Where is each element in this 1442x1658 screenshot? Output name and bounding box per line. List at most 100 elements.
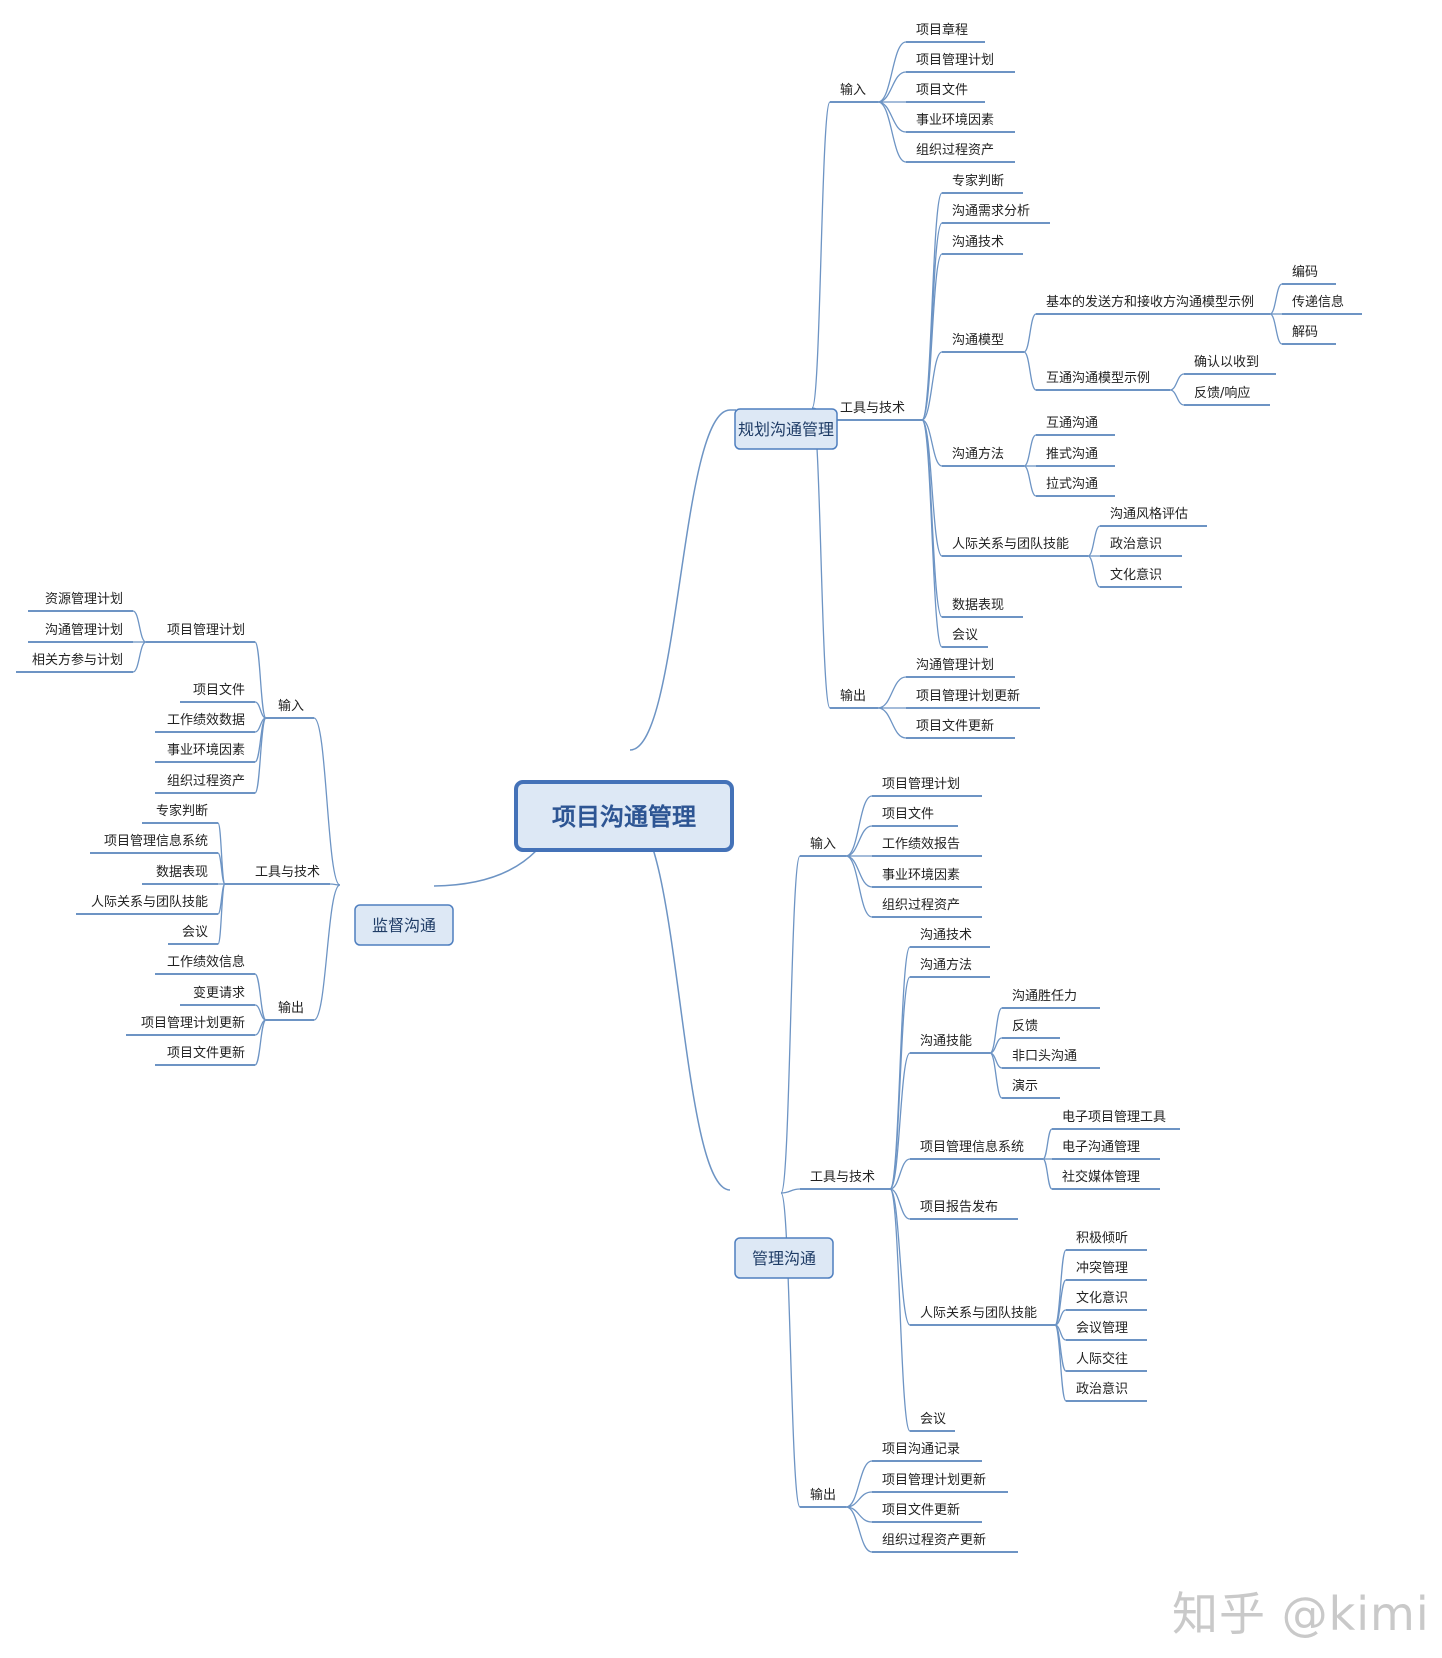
topic-58-label[interactable]: 项目文件更新 <box>916 718 994 734</box>
topic-34-label[interactable]: 传递信息 <box>1292 294 1344 310</box>
connector-7 <box>877 41 907 103</box>
topic-147-label[interactable]: 专家判断 <box>156 803 208 819</box>
topic-138-label[interactable]: 工作绩效数据 <box>167 713 245 728</box>
topic-140-label[interactable]: 组织过程资产 <box>167 774 245 789</box>
topic-77-label[interactable]: 沟通技术 <box>920 928 972 943</box>
topic-20-label[interactable]: 会议 <box>952 628 978 643</box>
topic-117-label[interactable]: 输出 <box>810 1487 836 1503</box>
topic-49-label[interactable]: 沟通风格评估 <box>1110 506 1188 522</box>
connector-170 <box>629 815 731 1191</box>
topic-13-label[interactable]: 专家判断 <box>952 173 1004 189</box>
topic-173-box[interactable] <box>734 1237 834 1279</box>
topic-17-label[interactable]: 沟通方法 <box>952 446 1004 462</box>
topic-92-label[interactable]: 反馈 <box>1012 1019 1038 1034</box>
topic-100-label[interactable]: 电子沟通管理 <box>1062 1140 1140 1155</box>
topic-12-label[interactable]: 工具与技术 <box>840 401 905 416</box>
connector-136 <box>132 641 147 673</box>
topic-139-label[interactable]: 事业环境因素 <box>167 743 245 758</box>
topic-137-label[interactable]: 项目文件 <box>193 683 245 698</box>
topic-121-label[interactable]: 组织过程资产更新 <box>882 1532 986 1548</box>
topic-107-label[interactable]: 文化意识 <box>1076 1290 1128 1306</box>
topic-76-label[interactable]: 工具与技术 <box>810 1170 875 1185</box>
topic-57-label[interactable]: 项目管理计划更新 <box>916 688 1020 704</box>
connector-64 <box>811 407 831 709</box>
topic-40-label[interactable]: 反馈/响应 <box>1194 385 1250 401</box>
topic-91-label[interactable]: 沟通胜任力 <box>1012 989 1077 1004</box>
topic-106-label[interactable]: 冲突管理 <box>1076 1260 1128 1276</box>
topic-101-label[interactable]: 社交媒体管理 <box>1062 1169 1140 1185</box>
topic-157-label[interactable]: 输出 <box>278 1000 304 1016</box>
topic-18-label[interactable]: 人际关系与团队技能 <box>952 537 1069 552</box>
topic-2-label[interactable]: 项目章程 <box>916 22 968 38</box>
topic-174-box[interactable] <box>354 904 454 946</box>
topic-130-label[interactable]: 项目管理计划 <box>167 623 245 638</box>
topic-3-label[interactable]: 项目管理计划 <box>916 53 994 68</box>
topic-118-label[interactable]: 项目沟通记录 <box>882 1442 960 1457</box>
topic-81-label[interactable]: 项目报告发布 <box>920 1199 998 1215</box>
topic-5-label[interactable]: 事业环境因素 <box>916 113 994 128</box>
topic-133-label[interactable]: 相关方参与计划 <box>32 652 123 668</box>
connector-111 <box>1054 1249 1067 1326</box>
topic-33-label[interactable]: 编码 <box>1292 265 1318 280</box>
topic-14-label[interactable]: 沟通需求分析 <box>952 204 1030 219</box>
topic-15-label[interactable]: 沟通技术 <box>952 235 1004 250</box>
topic-110-label[interactable]: 政治意识 <box>1076 1381 1128 1397</box>
topic-56-label[interactable]: 沟通管理计划 <box>916 658 994 673</box>
topic-108-label[interactable]: 会议管理 <box>1076 1321 1128 1336</box>
topic-16-label[interactable]: 沟通模型 <box>952 333 1004 348</box>
topic-99-label[interactable]: 电子项目管理工具 <box>1062 1110 1166 1125</box>
topic-50-label[interactable]: 政治意识 <box>1110 536 1162 552</box>
topic-94-label[interactable]: 演示 <box>1012 1078 1038 1094</box>
central-topic-label: 项目沟通管理 <box>552 803 696 831</box>
connector-126 <box>780 855 801 1194</box>
topic-55-label[interactable]: 输出 <box>840 688 866 704</box>
central-topic-box[interactable] <box>514 780 734 852</box>
topic-105-label[interactable]: 积极倾听 <box>1076 1231 1128 1246</box>
topic-67-label[interactable]: 项目文件 <box>882 807 934 822</box>
topic-35-label[interactable]: 解码 <box>1292 325 1318 340</box>
topic-158-label[interactable]: 工作绩效信息 <box>167 954 245 970</box>
topic-172-box[interactable] <box>734 408 838 450</box>
topic-129-label[interactable]: 输入 <box>278 698 304 714</box>
topic-69-label[interactable]: 事业环境因素 <box>882 868 960 883</box>
topic-1-label[interactable]: 输入 <box>840 82 866 98</box>
topic-30-label[interactable]: 互通沟通模型示例 <box>1046 371 1150 386</box>
topic-149-label[interactable]: 数据表现 <box>156 865 208 880</box>
topic-39-label[interactable]: 确认以收到 <box>1194 355 1259 370</box>
topic-51-label[interactable]: 文化意识 <box>1110 567 1162 583</box>
connector-98 <box>989 1052 1003 1099</box>
topic-65-label[interactable]: 输入 <box>810 836 836 852</box>
topic-159-label[interactable]: 变更请求 <box>193 985 245 1001</box>
topic-132-label[interactable]: 沟通管理计划 <box>45 623 123 638</box>
topic-131-label[interactable]: 资源管理计划 <box>45 592 123 607</box>
topic-66-label[interactable]: 项目管理计划 <box>882 777 960 792</box>
topic-68-label[interactable]: 工作绩效报告 <box>882 837 960 852</box>
connector-90 <box>889 1188 911 1432</box>
topic-93-label[interactable]: 非口头沟通 <box>1012 1049 1077 1064</box>
topic-148-label[interactable]: 项目管理信息系统 <box>104 833 208 849</box>
topic-29-label[interactable]: 基本的发送方和接收方沟通模型示例 <box>1046 294 1254 310</box>
topic-45-label[interactable]: 拉式沟通 <box>1046 477 1098 492</box>
topic-150-label[interactable]: 人际关系与团队技能 <box>91 895 208 910</box>
topic-6-label[interactable]: 组织过程资产 <box>916 143 994 158</box>
topic-119-label[interactable]: 项目管理计划更新 <box>882 1472 986 1488</box>
topic-79-label[interactable]: 沟通技能 <box>920 1034 972 1049</box>
connector-116 <box>1054 1324 1067 1402</box>
topic-43-label[interactable]: 互通沟通 <box>1046 416 1098 431</box>
connector-165 <box>254 1019 267 1066</box>
topic-83-label[interactable]: 会议 <box>920 1412 946 1427</box>
topic-146-label[interactable]: 工具与技术 <box>255 865 320 880</box>
topic-80-label[interactable]: 项目管理信息系统 <box>920 1139 1024 1155</box>
topic-70-label[interactable]: 组织过程资产 <box>882 898 960 913</box>
topic-151-label[interactable]: 会议 <box>182 925 208 940</box>
topic-4-label[interactable]: 项目文件 <box>916 83 968 98</box>
topic-44-label[interactable]: 推式沟通 <box>1046 447 1098 462</box>
topic-160-label[interactable]: 项目管理计划更新 <box>141 1015 245 1031</box>
connector-95 <box>989 1007 1003 1054</box>
topic-109-label[interactable]: 人际交往 <box>1076 1351 1128 1367</box>
topic-78-label[interactable]: 沟通方法 <box>920 957 972 973</box>
topic-82-label[interactable]: 人际关系与团队技能 <box>920 1306 1037 1321</box>
topic-161-label[interactable]: 项目文件更新 <box>167 1045 245 1061</box>
topic-120-label[interactable]: 项目文件更新 <box>882 1502 960 1518</box>
topic-19-label[interactable]: 数据表现 <box>952 598 1004 613</box>
